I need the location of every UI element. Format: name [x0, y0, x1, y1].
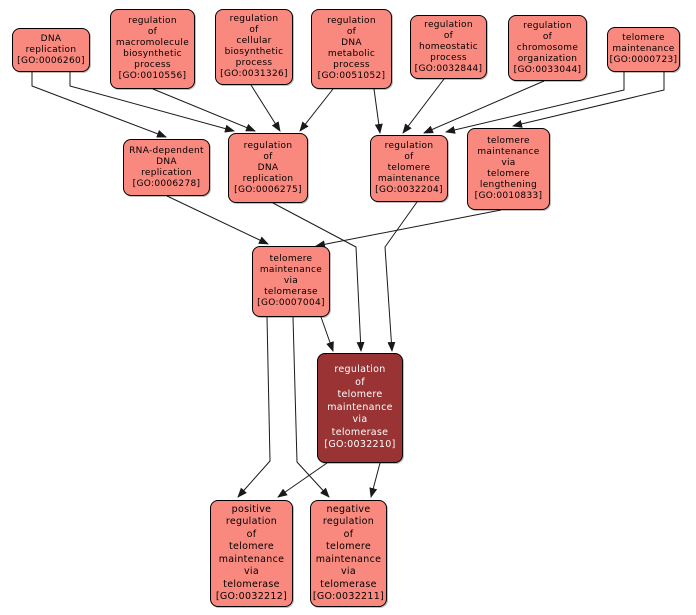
node-label: regulation of macromolecule biosynthetic… — [115, 16, 190, 81]
node-label: telomere maintenance via telomerase [GO:… — [257, 254, 325, 308]
edge-go0007004-go0032210 — [320, 316, 334, 352]
node-go0010556[interactable]: regulation of macromolecule biosynthetic… — [110, 9, 195, 89]
node-label: regulation of cellular biosynthetic proc… — [220, 14, 288, 79]
node-go0010833[interactable]: telomere maintenance via telomere length… — [467, 128, 550, 210]
node-label: telomere maintenance via telomere length… — [474, 136, 543, 201]
edge-go0007004-go0032211 — [292, 316, 330, 498]
edge-go0000723-go0032204 — [445, 72, 625, 134]
edge-go0051052-go0006275 — [299, 88, 334, 132]
edge-go0010833-go0007004 — [315, 209, 502, 249]
edge-go0000723-go0010833 — [512, 72, 665, 128]
node-label: regulation of telomere maintenance [GO:0… — [375, 141, 443, 195]
node-label: positive regulation of telomere maintena… — [215, 503, 288, 603]
node-go0031326[interactable]: regulation of cellular biosynthetic proc… — [215, 9, 293, 85]
node-label: negative regulation of telomere maintena… — [312, 503, 385, 603]
node-label: DNA replication [GO:0006260] — [17, 33, 85, 66]
edge-go0032210-go0032212 — [277, 462, 328, 498]
edge-go0006260-go0006275 — [69, 72, 235, 133]
node-go0033044[interactable]: regulation of chromosome organization [G… — [508, 15, 587, 81]
node-label: regulation of chromosome organization [G… — [513, 20, 582, 75]
edge-go0006260-go0006278 — [31, 72, 167, 138]
edge-go0032844-go0032204 — [402, 78, 445, 134]
node-label: RNA-dependent DNA replication [GO:000627… — [129, 145, 204, 189]
node-go0006278[interactable]: RNA-dependent DNA replication [GO:000627… — [123, 139, 210, 196]
edge-go0006278-go0007004 — [166, 195, 269, 245]
node-go0032212[interactable]: positive regulation of telomere maintena… — [210, 500, 293, 607]
edge-go0010556-go0006275 — [152, 88, 256, 132]
node-go0032210[interactable]: regulation of telomere maintenance via t… — [317, 353, 403, 463]
node-go0006275[interactable]: regulation of DNA replication [GO:000627… — [228, 133, 308, 203]
edge-go0051052-go0032204 — [373, 88, 383, 134]
edge-go0033044-go0032204 — [423, 80, 545, 134]
edge-go0032210-go0032211 — [369, 462, 381, 498]
node-go0006260[interactable]: DNA replication [GO:0006260] — [12, 28, 90, 72]
node-go0051052[interactable]: regulation of DNA metabolic process [GO:… — [311, 9, 392, 89]
node-label: regulation of homeostatic process [GO:00… — [414, 19, 483, 74]
edge-go0006275-go0032210 — [272, 202, 365, 352]
edge-go0007004-go0032212 — [237, 316, 271, 498]
node-go0000723[interactable]: telomere maintenance [GO:0000723] — [607, 27, 680, 72]
node-label: regulation of DNA replication [GO:000627… — [234, 140, 302, 195]
node-go0007004[interactable]: telomere maintenance via telomerase [GO:… — [252, 246, 330, 317]
edge-go0031326-go0006275 — [250, 84, 281, 132]
node-go0032211[interactable]: negative regulation of telomere maintena… — [310, 500, 387, 607]
node-label: regulation of telomere maintenance via t… — [324, 364, 396, 451]
node-label: telomere maintenance [GO:0000723] — [609, 33, 678, 65]
node-label: regulation of DNA metabolic process [GO:… — [317, 16, 386, 81]
node-go0032844[interactable]: regulation of homeostatic process [GO:00… — [410, 15, 487, 79]
edge-go0032204-go0032210 — [384, 201, 418, 352]
node-go0032204[interactable]: regulation of telomere maintenance [GO:0… — [370, 135, 448, 202]
